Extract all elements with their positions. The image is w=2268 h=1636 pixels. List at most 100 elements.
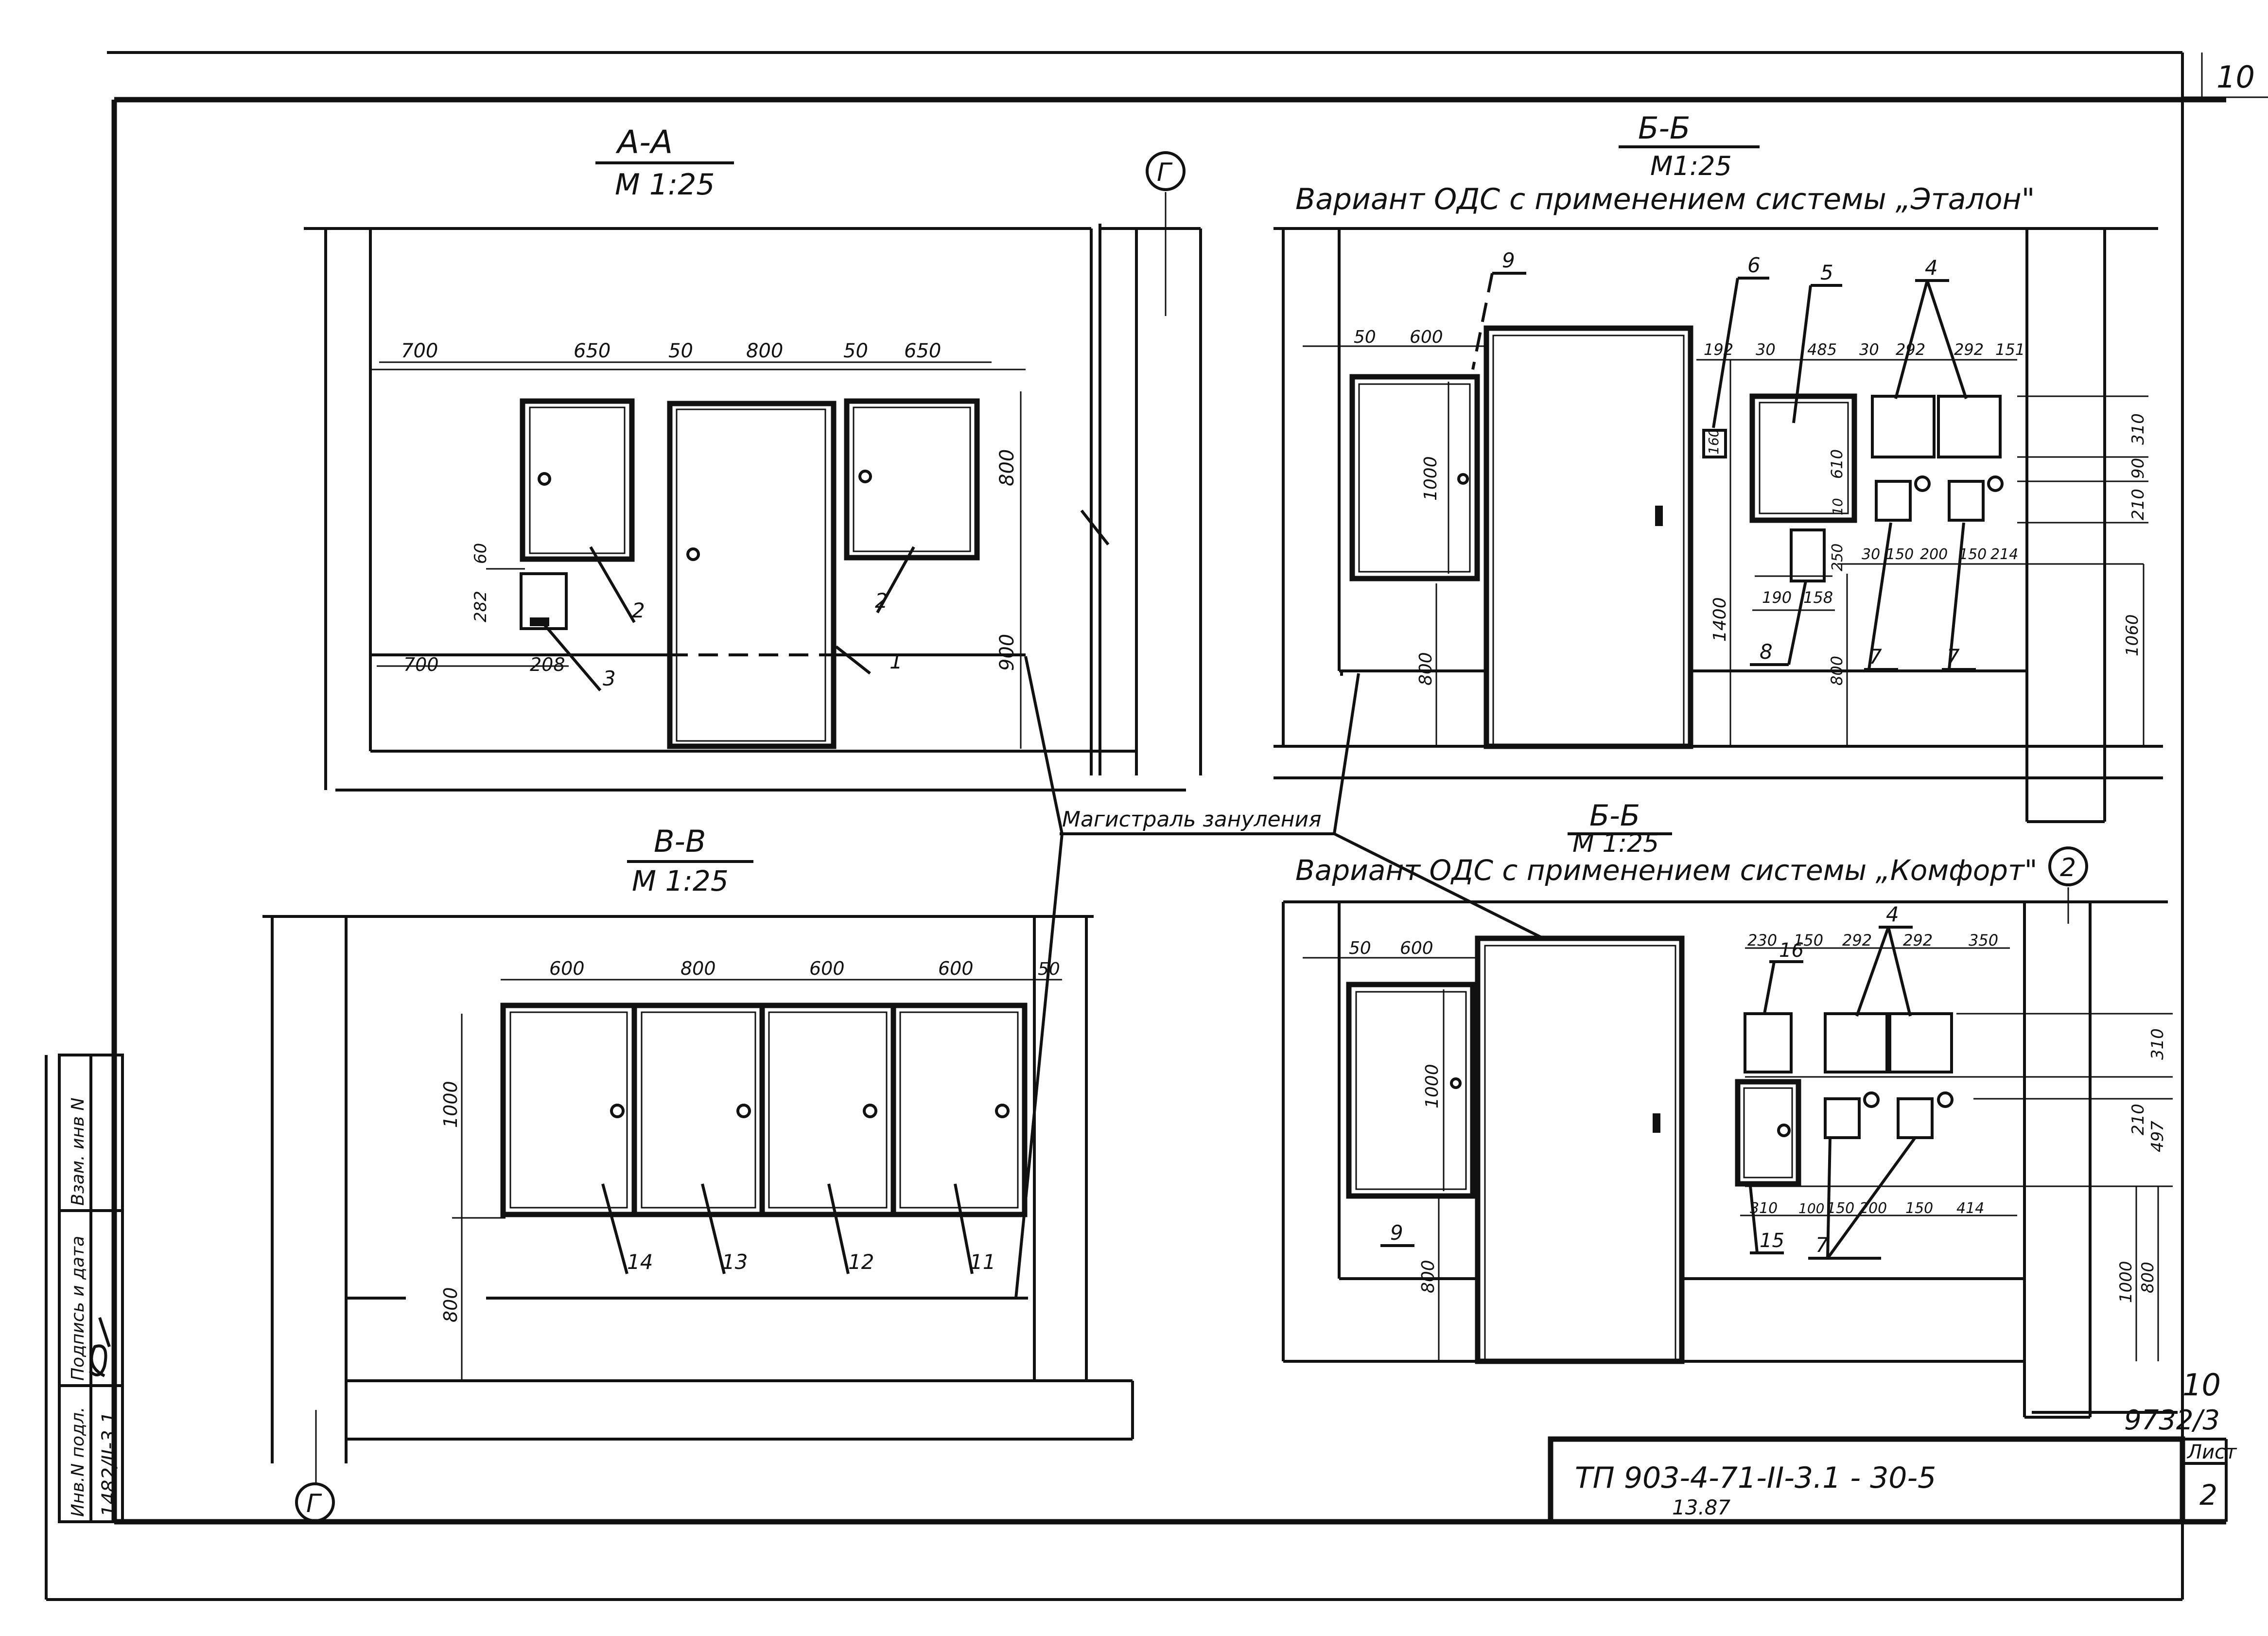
title-block: Лист 2 ТП 903-4-71-II-3.1 - 30-5 13.87 1…	[1548, 1367, 2237, 1525]
aa-dim-v900: 900	[996, 634, 1018, 671]
section-aa: А-А М 1:25 700 650 50 800 50 650	[304, 123, 1202, 792]
bb2-dim-292b: 292	[1903, 931, 1933, 950]
bb1-dim-485: 485	[1807, 340, 1837, 359]
bb2-dim-310r: 310	[2148, 1028, 2167, 1060]
bb1-dim-30a: 30	[1756, 340, 1776, 359]
axis-marker-g-top	[1146, 151, 1186, 191]
zeroing-leaders: Магистраль зануления	[1014, 656, 1544, 1299]
bb1-callout-4: 4	[1925, 256, 1938, 280]
zeroing-label: Магистраль зануления	[1062, 807, 1322, 832]
bb1-callout-8: 8	[1760, 640, 1773, 664]
bb1-dim-10: 10	[1830, 498, 1846, 515]
section-bb-komfort: Б-Б М 1:25 Вариант ОДС с применением сис…	[1282, 799, 2173, 1419]
bb1-callout-9: 9	[1502, 248, 1515, 272]
bb1-dim-1400: 1400	[1710, 597, 1730, 642]
bb2-dim-100: 100	[1798, 1200, 1824, 1216]
stamp-col2-header: Подпись и дата	[68, 1236, 88, 1381]
vv-title: В-В	[654, 824, 706, 859]
bb1-title: Б-Б	[1638, 110, 1690, 146]
sheet-number: 2	[2199, 1478, 2217, 1512]
archive-code: 9732/3	[2124, 1405, 2220, 1436]
vv-dim-800: 800	[680, 958, 716, 979]
bb2-subtitle: Вариант ОДС с применением системы „Комфо…	[1295, 854, 2037, 887]
vv-callout-14: 14	[627, 1250, 653, 1274]
bb1-dim-30c: 30	[1862, 546, 1880, 563]
designation: ТП 903-4-71-II-3.1 - 30-5	[1575, 1461, 1936, 1495]
bb1-dim-1000: 1000	[1421, 456, 1441, 501]
aa-dim-650b: 650	[904, 340, 941, 362]
aa-dim-700: 700	[401, 340, 438, 362]
page-corner-number: 10	[2216, 59, 2255, 95]
bb2-dim-1000r: 1000	[2116, 1261, 2136, 1303]
bb2-dim-1000: 1000	[1422, 1064, 1442, 1108]
aa-callout-1: 1	[890, 650, 903, 673]
bb2-title: Б-Б	[1589, 799, 1640, 833]
sheet-number-label: Лист	[2186, 1441, 2237, 1463]
bb1-dim-250: 250	[1829, 544, 1846, 571]
bb1-dim-192: 192	[1704, 340, 1733, 359]
bb2-callout-4: 4	[1886, 902, 1899, 926]
section-vv: В-В М 1:25 600 800 600 600 50 1000	[262, 824, 1134, 1522]
sheet-frame: 10	[45, 51, 2268, 1601]
vv-callout-11: 11	[970, 1250, 995, 1274]
vv-callout-13: 13	[722, 1250, 748, 1274]
bb1-dim-1060: 1060	[2123, 614, 2142, 656]
bb2-dim-150a: 150	[1827, 1200, 1854, 1217]
side-stamp: Инв.N подл. 1482/II-3.1 Подпись и дата В…	[58, 1054, 124, 1523]
section-bb-etalon: Б-Б М1:25 Вариант ОДС с применением сист…	[1274, 110, 2163, 823]
bb1-dim-310: 310	[2128, 413, 2148, 445]
axis-2-label: 2	[2060, 853, 2076, 882]
vv-dim-1000: 1000	[440, 1081, 461, 1128]
stamp-col1-value: 1482/II-3.1	[98, 1411, 121, 1517]
bb1-dim-200: 200	[1920, 546, 1948, 563]
bb2-scale: М 1:25	[1572, 829, 1659, 858]
bb1-dim-150a: 150	[1886, 546, 1914, 563]
bb1-dim-90: 90	[2128, 458, 2148, 479]
vv-scale: М 1:25	[632, 864, 729, 897]
bb1-subtitle: Вариант ОДС с применением системы „Этало…	[1295, 182, 2035, 216]
stamp-col3-header: Взам. инв N	[68, 1098, 88, 1206]
bb2-callout-16: 16	[1779, 939, 1804, 962]
aa-dim-50b: 50	[843, 340, 868, 362]
section-aa-scale: М 1:25	[615, 168, 715, 202]
aa-callout-2b: 2	[875, 589, 888, 613]
section-aa-title: А-А	[615, 123, 673, 161]
bb2-dim-292a: 292	[1842, 931, 1872, 950]
bb2-dim-150: 150	[1794, 931, 1823, 950]
bb1-dim-190: 190	[1762, 588, 1792, 607]
bb1-dim-151: 151	[1995, 340, 2025, 359]
aa-dim-282: 282	[471, 591, 490, 622]
vv-callout-12: 12	[848, 1250, 874, 1274]
bb2-dim-800r: 800	[2138, 1262, 2158, 1293]
aa-dim-v800: 800	[996, 449, 1018, 486]
bb1-dim-160: 160	[1706, 429, 1722, 455]
bb2-dim-50: 50	[1349, 938, 1371, 958]
aa-dim-700b: 700	[403, 654, 439, 675]
handwritten-signature	[88, 1317, 111, 1377]
bb2-callout-9: 9	[1390, 1221, 1403, 1245]
bb2-dim-210: 210	[2128, 1104, 2148, 1135]
bb2-dim-800: 800	[1418, 1260, 1438, 1293]
aa-dim-60: 60	[471, 543, 490, 564]
bb1-dim-50: 50	[1354, 327, 1376, 347]
aa-dim-650a: 650	[574, 340, 611, 362]
vv-dim-600c: 600	[938, 958, 974, 979]
vv-dim-600a: 600	[549, 958, 585, 979]
bb1-dim-600: 600	[1410, 327, 1443, 347]
bb1-dim-214: 214	[1990, 546, 2018, 563]
bb1-dim-292b: 292	[1954, 340, 1984, 359]
date-code: 13.87	[1672, 1495, 1731, 1519]
aa-callout-3: 3	[603, 667, 616, 690]
bb1-dim-800: 800	[1416, 652, 1436, 686]
axis-g-bottom-label: Г	[306, 1489, 322, 1518]
bb2-dim-350: 350	[1969, 931, 1998, 950]
bb1-scale: М1:25	[1650, 151, 1732, 181]
axis-g-top-label: Г	[1157, 158, 1173, 187]
bb2-dim-230: 230	[1747, 931, 1777, 950]
bb1-callout-6: 6	[1747, 253, 1761, 277]
bb2-dim-497: 497	[2148, 1121, 2167, 1152]
bb2-dim-600: 600	[1400, 938, 1433, 958]
bb1-dim-210: 210	[2128, 489, 2148, 520]
handwritten-ten: 10	[2182, 1367, 2221, 1403]
